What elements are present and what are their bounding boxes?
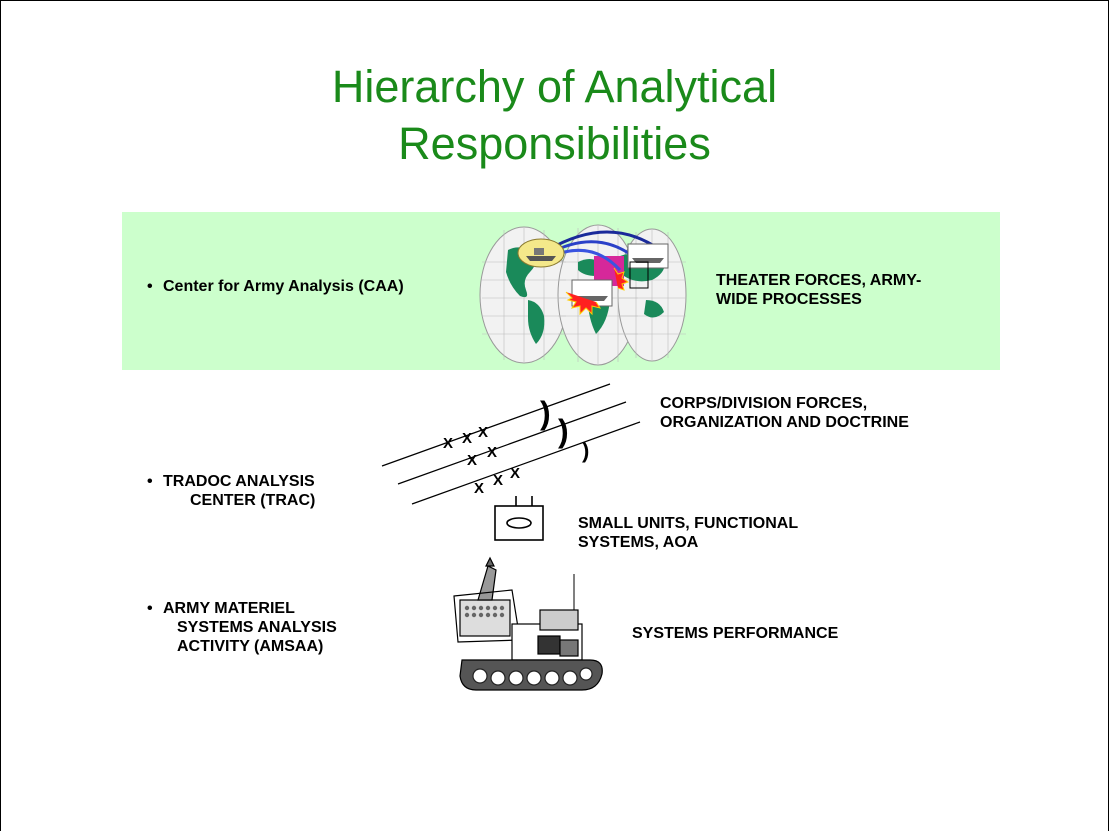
theater-scope-line-1: THEATER FORCES, ARMY- (716, 272, 922, 289)
trac-label-line-2: CENTER (TRAC) (190, 492, 316, 509)
theater-scope-line-2: WIDE PROCESSES (716, 291, 862, 308)
caa-bullet: •Center for Army Analysis (CAA) (147, 278, 404, 295)
theater-scope-label: THEATER FORCES, ARMY- WIDE PROCESSES (716, 271, 921, 309)
small-units-line-1: SMALL UNITS, FUNCTIONAL (578, 515, 799, 532)
systems-performance-label: SYSTEMS PERFORMANCE (632, 625, 839, 642)
corps-scope-line-2: ORGANIZATION AND DOCTRINE (660, 414, 909, 431)
slide-title: Hierarchy of Analytical Responsibilities (0, 58, 1109, 172)
trac-bullet: •TRADOC ANALYSIS CENTER (TRAC) (147, 473, 316, 509)
amsaa-label-line-2: SYSTEMS ANALYSIS (177, 619, 337, 636)
title-line-2: Responsibilities (398, 118, 711, 169)
caa-label: Center for Army Analysis (CAA) (163, 278, 404, 295)
amsaa-bullet: •ARMY MATERIEL SYSTEMS ANALYSIS ACTIVITY… (147, 600, 337, 655)
trac-label-line-1: TRADOC ANALYSIS (163, 473, 315, 490)
amsaa-label-line-3: ACTIVITY (AMSAA) (177, 638, 324, 655)
corps-scope-label: CORPS/DIVISION FORCES, ORGANIZATION AND … (660, 394, 909, 432)
small-units-scope-label: SMALL UNITS, FUNCTIONAL SYSTEMS, AOA (578, 514, 798, 552)
title-line-1: Hierarchy of Analytical (331, 61, 778, 112)
amsaa-label-line-1: ARMY MATERIEL (163, 600, 295, 617)
small-units-line-2: SYSTEMS, AOA (578, 534, 699, 551)
corps-scope-line-1: CORPS/DIVISION FORCES, (660, 395, 868, 412)
